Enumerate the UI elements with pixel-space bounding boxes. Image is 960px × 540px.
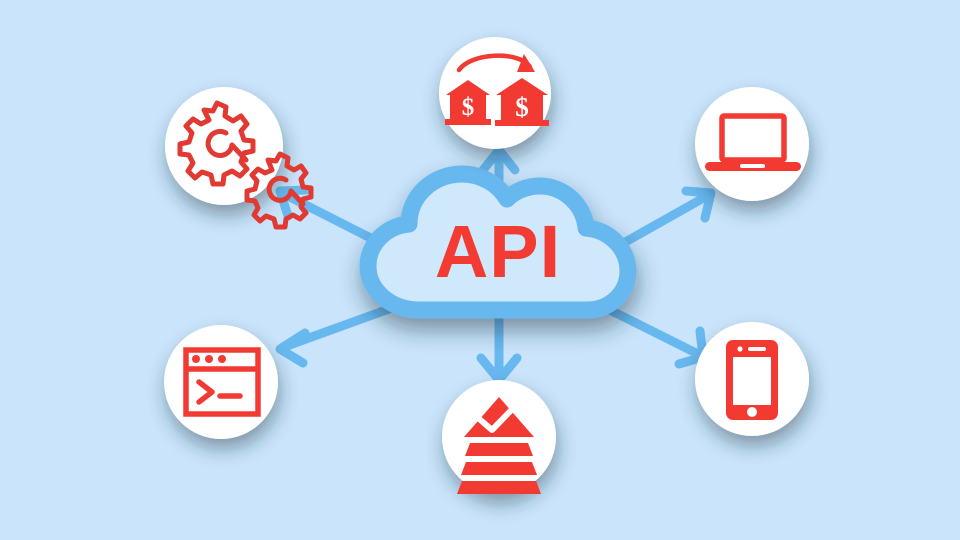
node-bank-transfer[interactable]: $ $ (439, 37, 551, 149)
laptop-icon (705, 113, 801, 171)
node-smartphone[interactable] (695, 322, 809, 436)
terminal-icon (183, 347, 261, 417)
node-stack-check[interactable] (442, 380, 556, 494)
svg-text:$: $ (462, 94, 475, 121)
svg-text:$: $ (515, 92, 529, 122)
node-circle (164, 325, 278, 439)
node-laptop[interactable] (695, 87, 809, 201)
smartphone-icon (726, 340, 778, 420)
node-gears[interactable] (165, 87, 314, 230)
bank-transfer-icon: $ $ (445, 53, 549, 126)
node-circle (695, 87, 809, 201)
stack-check-icon (457, 396, 541, 494)
api-cloud-hub[interactable]: API (359, 165, 637, 319)
node-terminal[interactable] (164, 325, 278, 439)
cloud-shape (359, 165, 637, 319)
arrow-to-terminal (275, 300, 405, 368)
api-label: API (435, 210, 561, 293)
gears-icon (177, 100, 314, 230)
